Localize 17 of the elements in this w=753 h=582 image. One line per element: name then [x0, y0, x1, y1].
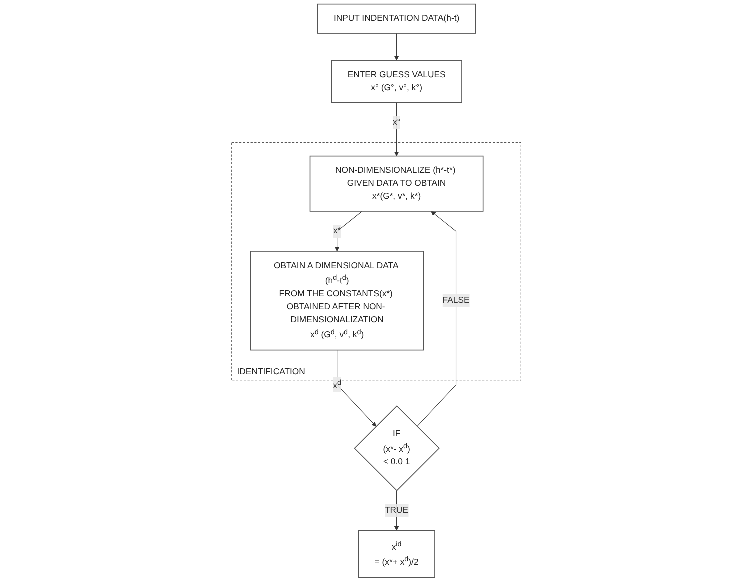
node-box: ENTER GUESS VALUES x° (G°, v°, k°) — [331, 60, 462, 104]
arrow — [416, 211, 457, 427]
edge-label: x$^{d}$ — [333, 378, 342, 390]
arrow — [394, 102, 400, 157]
node-box: NON-DIMENSIONALIZE (h*-t*) GIVEN DATA TO OBTAIN x*(G*, v*, k*) — [310, 156, 484, 212]
arrow — [394, 490, 400, 532]
edge-label: TRUE — [385, 506, 409, 516]
edge-label: x* — [333, 226, 342, 236]
node-box: INPUT INDENTATION DATA(h-t) — [317, 4, 476, 34]
arrow — [337, 350, 377, 427]
edge-label: x° — [392, 118, 401, 128]
arrow — [334, 211, 363, 252]
node-box: OBTAIN A DIMENSIONAL DATA (h$^{d}$-t$^{d}$) FROM THE CONSTANTS(x*) OBTAINED AFTER NON- DIMENSIONALIZATION x$^{d}$ (G$^{d}$, v$^{d}$, k$^{d}$) — [250, 251, 424, 351]
node-box: x$^{id}$ = (x*+ x$^{d}$)/2 — [358, 530, 436, 578]
arrow — [394, 33, 400, 61]
node-diamond: IF (x*- x$^{d}$) < 0.0 1 — [354, 406, 440, 492]
edge-label: FALSE — [442, 296, 470, 306]
